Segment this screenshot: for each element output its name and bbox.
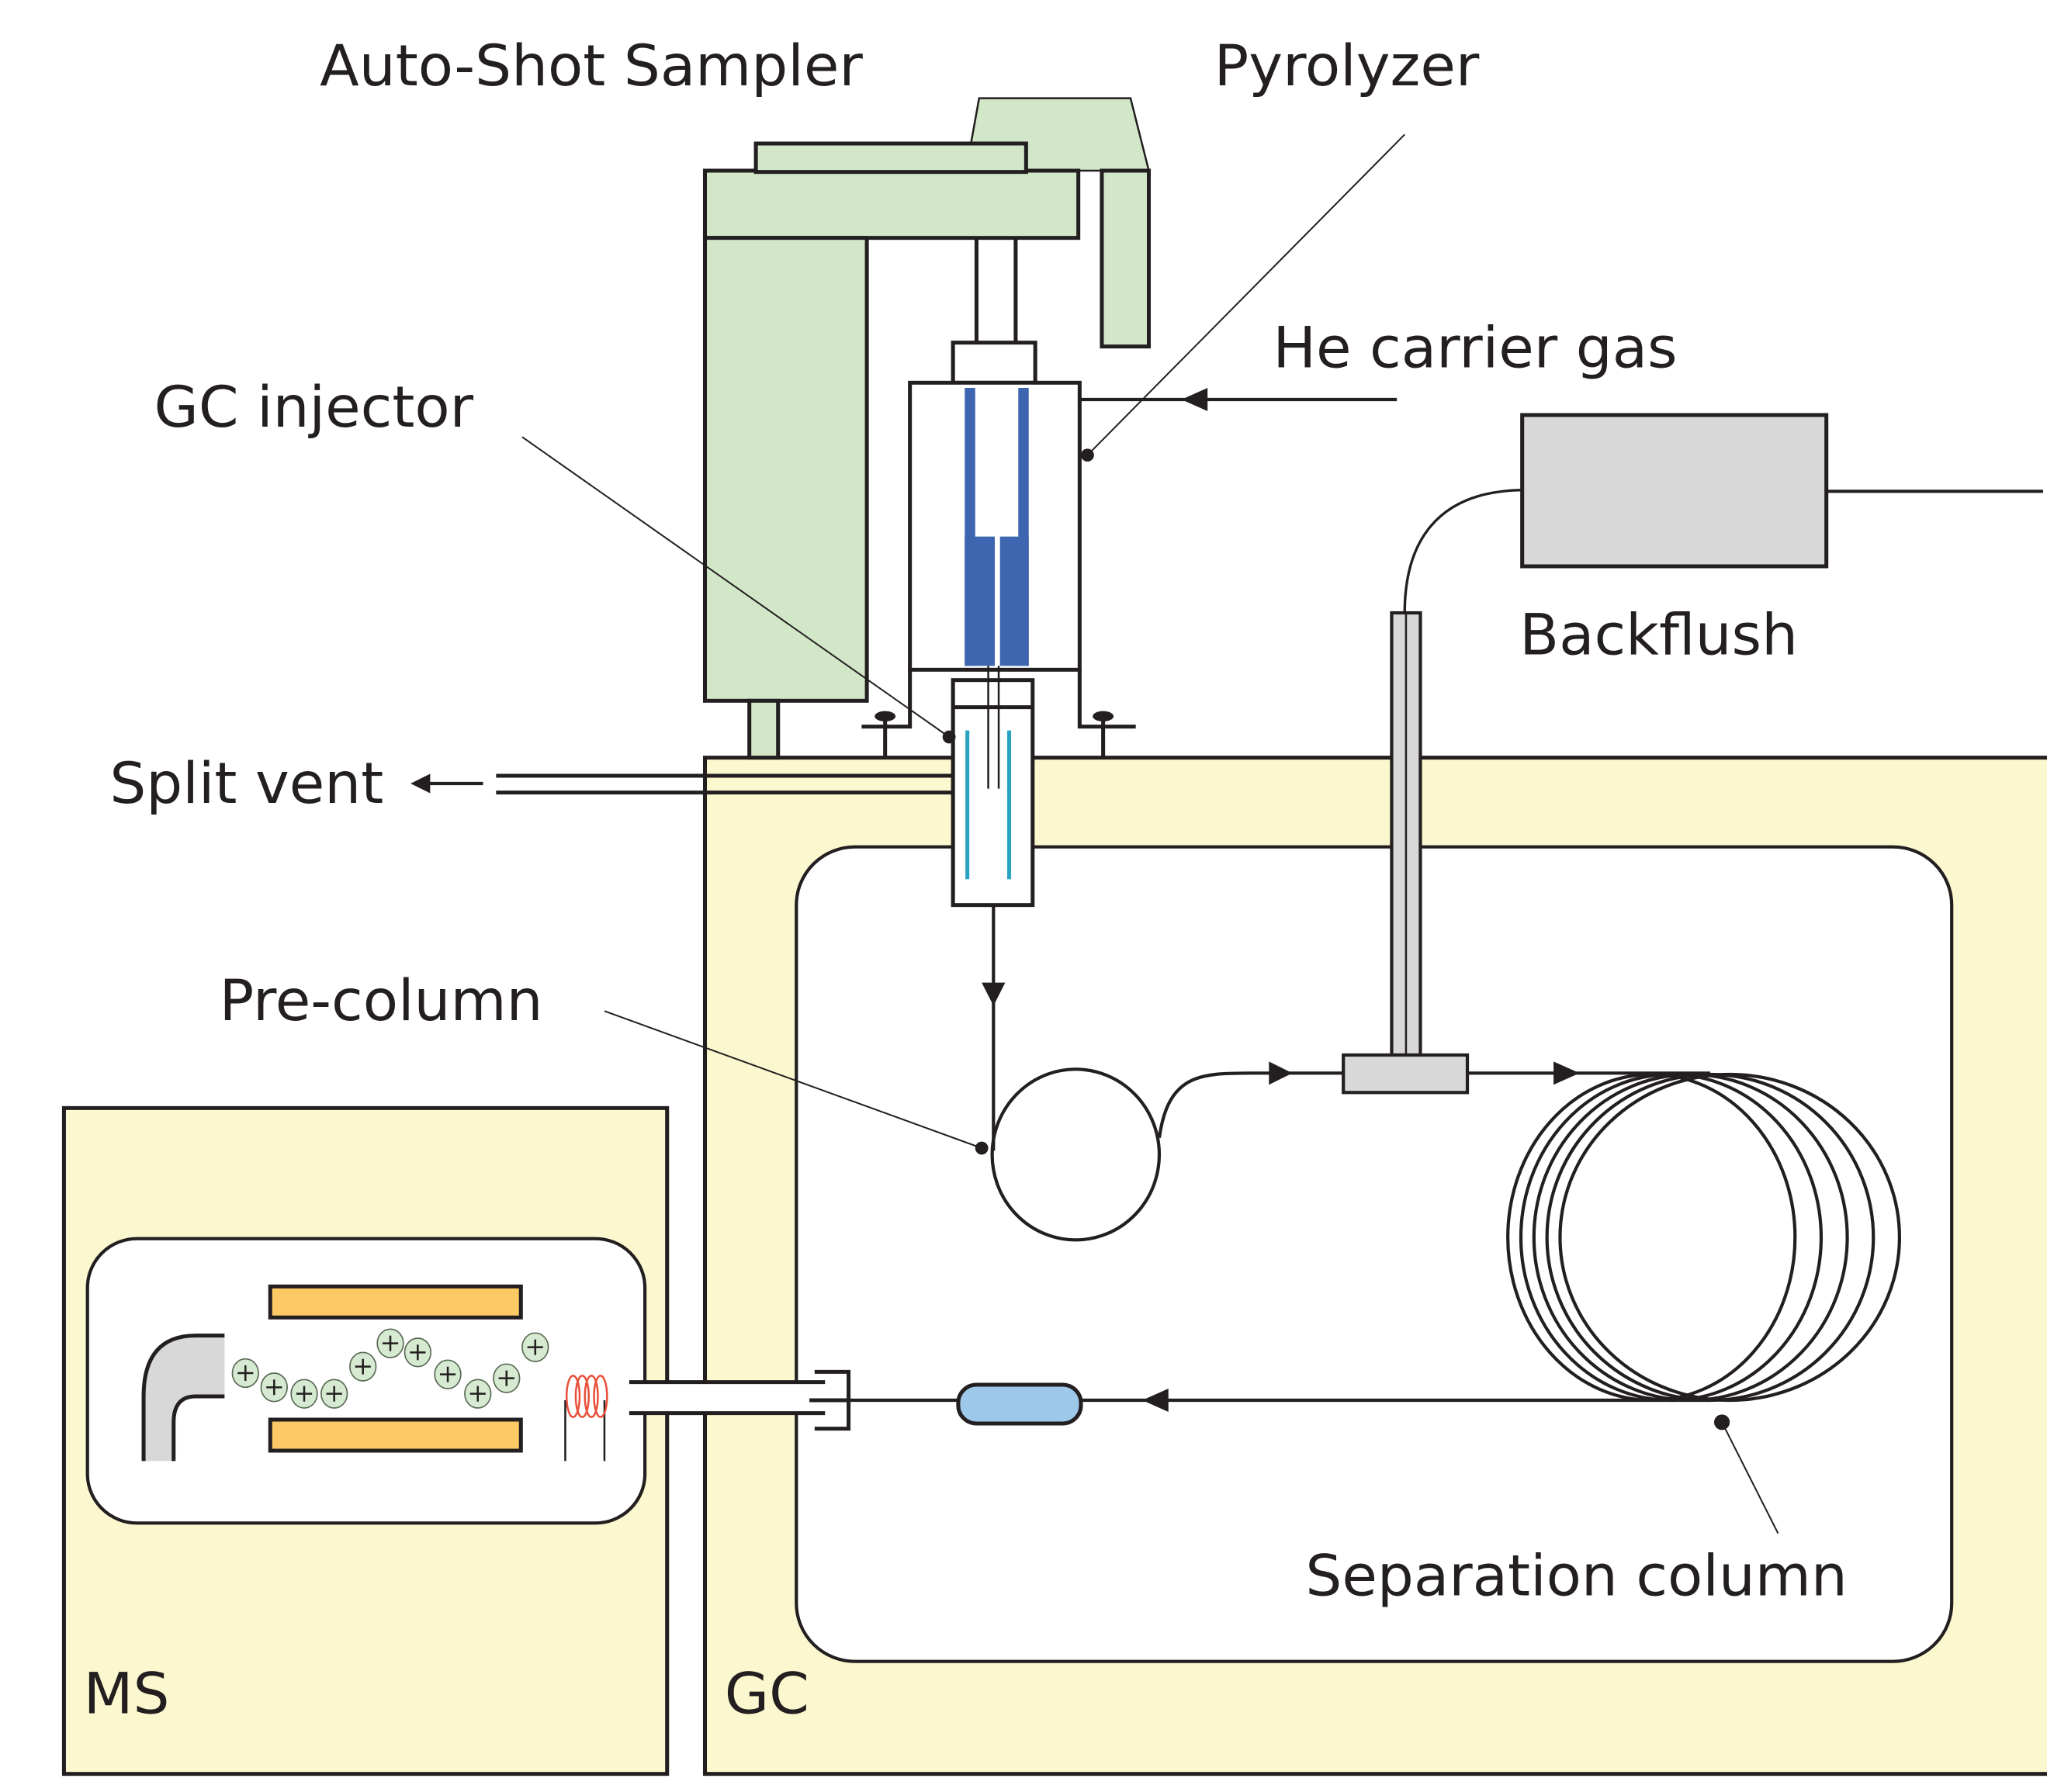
clamp-right: [1093, 711, 1114, 758]
label-gc-injector: GC injector: [154, 375, 474, 441]
label-ms: MS: [84, 1662, 170, 1728]
ion: [320, 1379, 348, 1409]
pyrolyzer: [861, 341, 1136, 758]
quadrupole-rod-top: [268, 1284, 523, 1320]
detector-capsule: [956, 1382, 1083, 1426]
gc-injector: [951, 666, 1035, 908]
clamp-left: [875, 711, 896, 758]
pyrolyzer-furnace: [965, 388, 1029, 666]
split-vent-line: [410, 773, 954, 795]
transfer-line: [629, 1369, 851, 1431]
label-gc: GC: [725, 1662, 809, 1728]
backflush-unit: [1342, 413, 2043, 1095]
label-split-vent: Split vent: [109, 751, 383, 817]
ion: [376, 1328, 404, 1358]
gc-oven: [702, 756, 2047, 1776]
ion: [493, 1363, 521, 1393]
ion: [260, 1372, 288, 1403]
ion: [231, 1358, 259, 1389]
ion: [349, 1351, 377, 1382]
pre-column: [982, 905, 1345, 1242]
label-backflush: Backflush: [1519, 603, 1798, 669]
label-separation-column: Separation column: [1305, 1544, 1847, 1610]
label-pre-column: Pre-column: [220, 968, 543, 1034]
ion: [521, 1332, 549, 1362]
label-pyrolyzer: Pyrolyzer: [1214, 33, 1480, 99]
ion: [434, 1359, 462, 1389]
ion: [290, 1379, 318, 1409]
he-carrier-gas-line: [1079, 388, 1398, 411]
label-auto-shot-sampler: Auto-Shot Sampler: [320, 33, 863, 99]
ion: [464, 1379, 492, 1409]
quadrupole-rod-bottom: [268, 1417, 523, 1453]
auto-shot-sampler: [702, 97, 1152, 760]
ion: [404, 1337, 432, 1368]
ions: [231, 1328, 549, 1409]
label-he-carrier-gas: He carrier gas: [1273, 316, 1677, 382]
leader-lines: [521, 133, 1779, 1534]
filament: [564, 1375, 608, 1462]
ms-internals: [141, 1284, 608, 1462]
